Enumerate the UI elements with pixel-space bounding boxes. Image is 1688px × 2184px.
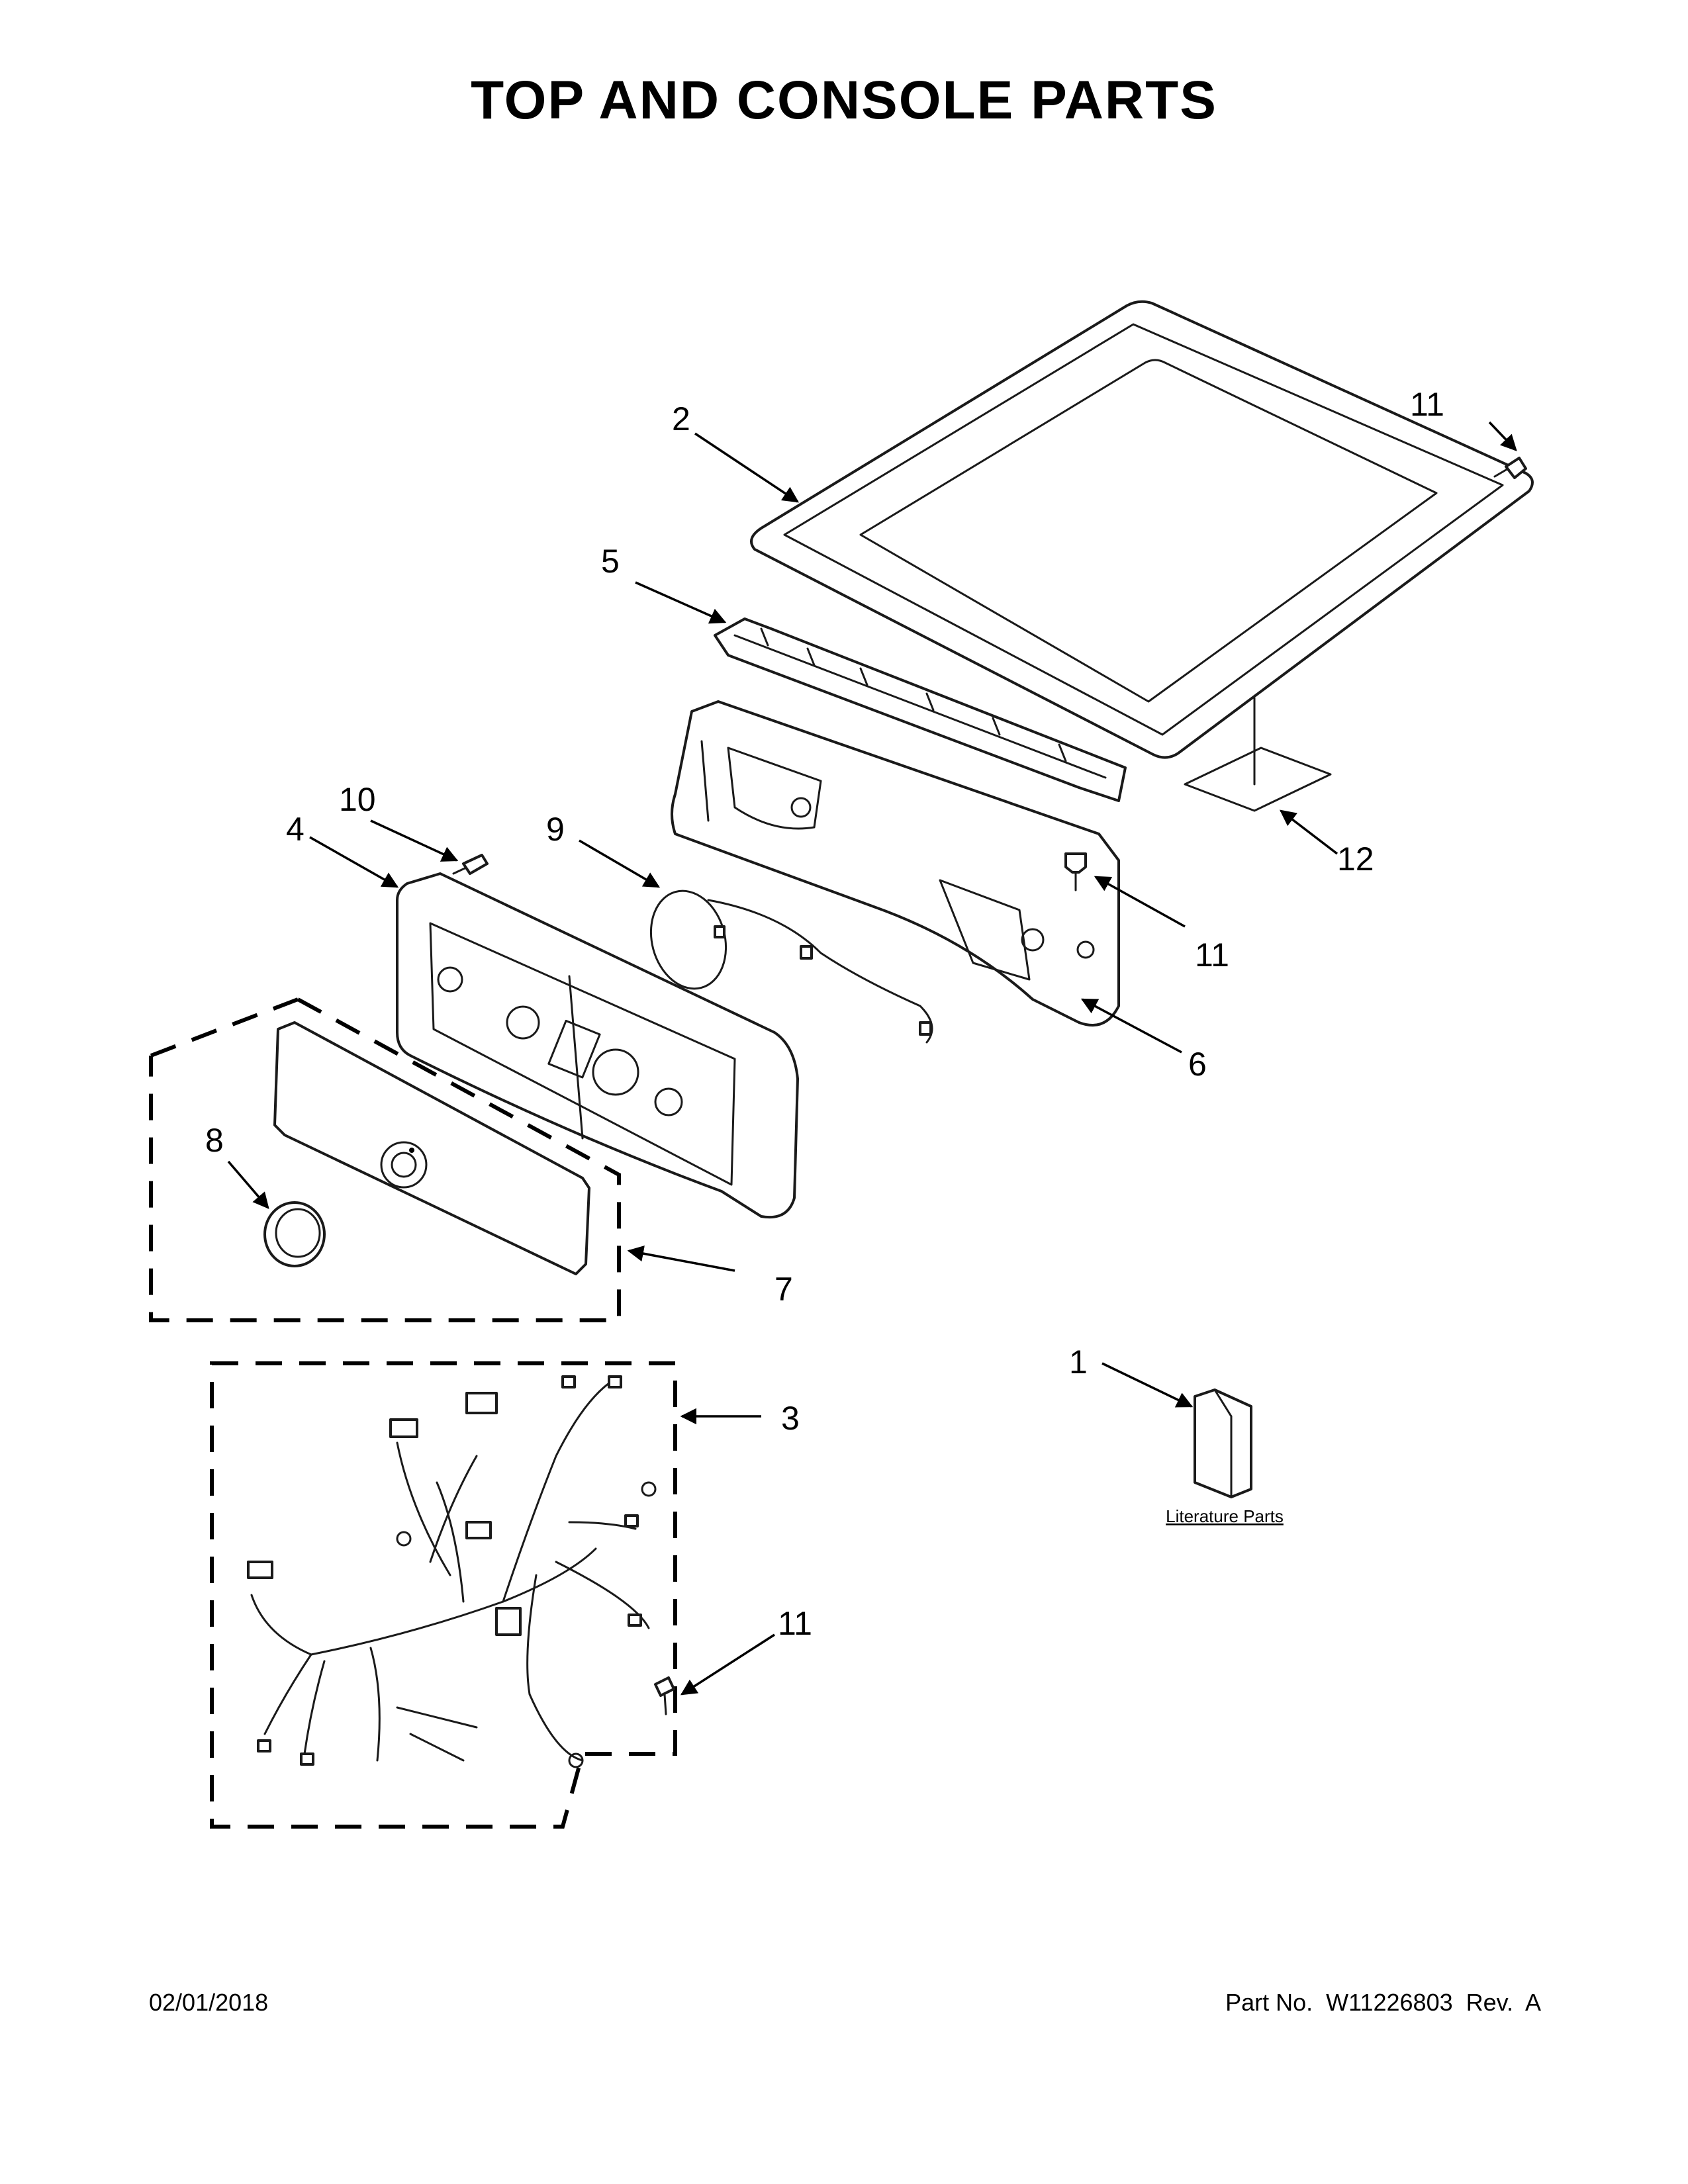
top-screw-part[interactable] — [1493, 457, 1527, 479]
console-bracket-part[interactable] — [714, 617, 1127, 802]
top-panel-part[interactable] — [750, 300, 1534, 759]
callout-6: 6 — [1188, 1046, 1207, 1083]
callout-11-harness: 11 — [778, 1605, 812, 1642]
callout-11-top: 11 — [1410, 386, 1444, 423]
literature-parts-label: Literature Parts — [1166, 1506, 1284, 1526]
callout-12: 12 — [1337, 841, 1374, 878]
callout-2: 2 — [672, 400, 690, 437]
callout-9: 9 — [546, 811, 565, 848]
screw-part[interactable] — [1064, 852, 1087, 891]
console-screw-part[interactable] — [452, 854, 489, 875]
callout-7: 7 — [774, 1271, 793, 1308]
callout-10: 10 — [339, 781, 376, 818]
console-rear-panel-part[interactable] — [671, 700, 1120, 1026]
main-harness-part[interactable] — [247, 1375, 657, 1768]
knob-part[interactable] — [263, 1201, 326, 1267]
insulation-pad-part[interactable] — [1184, 697, 1332, 812]
console-panel-part[interactable] — [273, 1021, 590, 1275]
harness-screw-part[interactable] — [654, 1676, 675, 1715]
callout-numbers: 2 5 11 12 11 6 9 10 4 8 7 3 11 1 — [205, 386, 1444, 1642]
wire-harness-ring-part[interactable] — [640, 882, 933, 1044]
callout-leaders — [227, 421, 1517, 1696]
footer-date: 02/01/2018 — [149, 1989, 269, 2016]
literature-part[interactable] — [1194, 1388, 1252, 1498]
callout-5: 5 — [601, 543, 620, 580]
console-housing-part[interactable] — [396, 872, 799, 1219]
page-title: TOP AND CONSOLE PARTS — [471, 70, 1217, 130]
callout-11-console: 11 — [1195, 936, 1229, 974]
footer-part-number: Part No. W11226803 Rev. A — [1225, 1989, 1541, 2016]
callout-4: 4 — [286, 811, 305, 848]
callout-1: 1 — [1069, 1343, 1088, 1381]
console-panel-group — [149, 997, 621, 1322]
main-harness-group — [210, 1361, 677, 1829]
callout-8: 8 — [205, 1122, 224, 1159]
callout-3: 3 — [781, 1400, 800, 1437]
